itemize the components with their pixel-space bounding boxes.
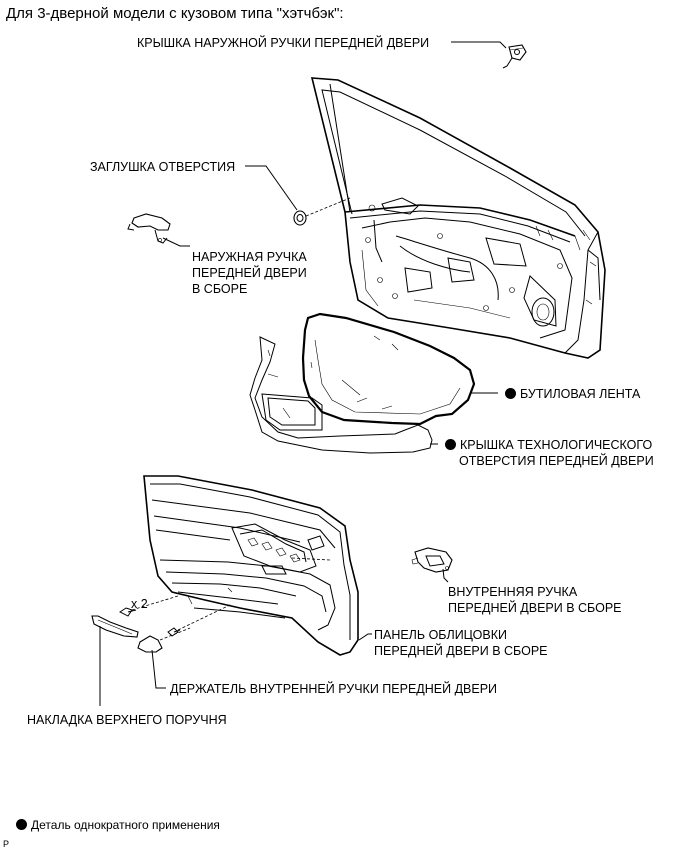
screw-guide <box>131 595 179 611</box>
inner-handle-bezel-part <box>137 635 163 653</box>
label-service-hole-cover-text: КРЫШКА ТЕХНОЛОГИЧЕСКОГО <box>460 438 653 452</box>
service-hole-cover-part <box>249 336 433 454</box>
label-butyl-tape: БУТИЛОВАЯ ЛЕНТА <box>505 386 640 402</box>
figure-code: P <box>3 839 10 849</box>
hole-plug-part <box>293 210 307 226</box>
label-hole-plug: ЗАГЛУШКА ОТВЕРСТИЯ <box>90 160 236 174</box>
label-service-hole-cover-2: ОТВЕРСТИЯ ПЕРЕДНЕЙ ДВЕРИ <box>459 454 654 468</box>
label-inner-handle-bezel: ДЕРЖАТЕЛЬ ВНУТРЕННЕЙ РУЧКИ ПЕРЕДНЕЙ ДВЕР… <box>170 682 498 696</box>
outer-handle-part <box>127 213 171 244</box>
non-reusable-marker-icon <box>16 819 27 830</box>
inner-handle-guide <box>291 557 331 561</box>
label-inner-handle-assy-2: ПЕРЕДНЕЙ ДВЕРИ В СБОРЕ <box>448 601 622 615</box>
label-outer-handle-assy-2: ПЕРЕДНЕЙ ДВЕРИ <box>192 266 307 280</box>
label-butyl-tape-text: БУТИЛОВАЯ ЛЕНТА <box>520 387 641 401</box>
label-outer-handle-assy-1: НАРУЖНАЯ РУЧКА <box>192 250 307 264</box>
outer-handle-cover-part <box>502 44 527 69</box>
label-trim-panel-assy-2: ПЕРЕДНЕЙ ДВЕРИ В СБОРЕ <box>374 644 548 658</box>
clip-guide <box>177 603 233 631</box>
butyl-tape-part <box>301 312 476 426</box>
door-trim-panel-part <box>143 475 359 656</box>
legend-non-reusable-text: Деталь однократного применения <box>31 818 220 832</box>
inner-handle-bezel-leader <box>151 649 166 689</box>
non-reusable-marker-icon <box>445 439 456 450</box>
label-outer-handle-cover: КРЫШКА НАРУЖНОЙ РУЧКИ ПЕРЕДНЕЙ ДВЕРИ <box>137 36 430 50</box>
diagram-heading: Для 3-дверной модели с кузовом типа "хэт… <box>6 5 344 22</box>
label-trim-panel-assy-1: ПАНЕЛЬ ОБЛИЦОВКИ <box>374 628 507 642</box>
clip-part <box>167 627 181 637</box>
non-reusable-marker-icon <box>505 388 516 399</box>
label-inner-handle-assy-1: ВНУТРЕННЯЯ РУЧКА <box>448 585 578 599</box>
door-shell-part <box>310 77 606 359</box>
label-outer-handle-assy-3: В СБОРЕ <box>192 282 248 296</box>
label-service-hole-cover-1: КРЫШКА ТЕХНОЛОГИЧЕСКОГО <box>445 437 652 453</box>
bezel-guide <box>159 627 191 641</box>
label-armrest-cover: НАКЛАДКА ВЕРХНЕГО ПОРУЧНЯ <box>27 713 227 727</box>
inner-handle-part <box>411 547 453 573</box>
inner-handle-leader <box>442 568 449 583</box>
hole-plug-leader <box>245 165 298 211</box>
label-screw-quantity: x 2 <box>131 597 148 611</box>
legend-non-reusable: Деталь однократного применения <box>16 818 220 832</box>
trim-panel-leader <box>358 633 372 641</box>
outer-handle-leader <box>162 237 190 247</box>
hole-plug-guide <box>305 197 351 217</box>
outer-handle-cover-leader <box>451 41 507 49</box>
armrest-cover-part <box>91 615 139 638</box>
